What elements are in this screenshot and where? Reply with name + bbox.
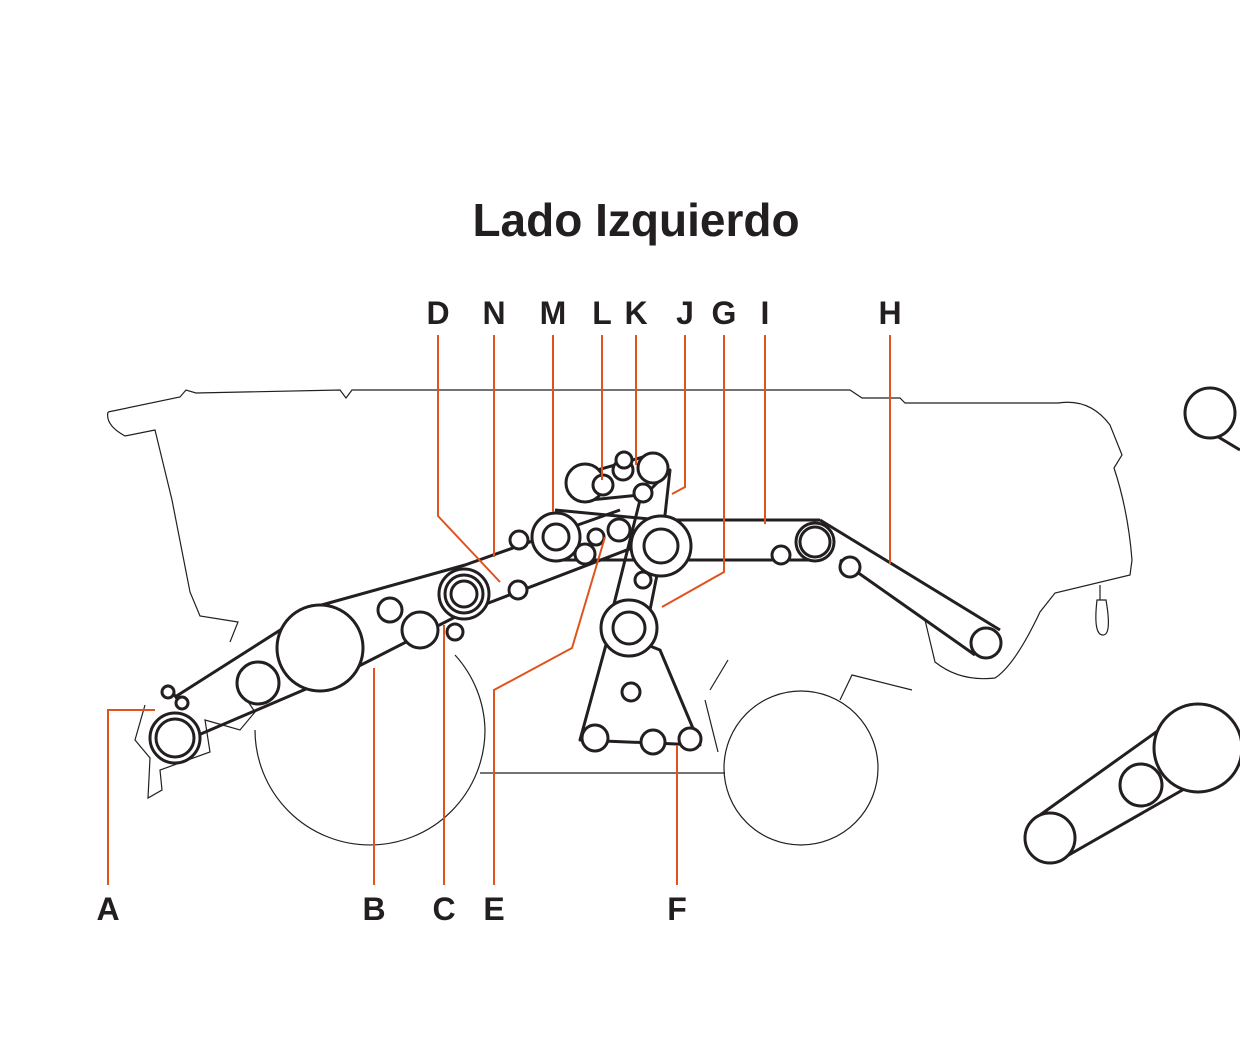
- pulley-g-small: [633, 570, 653, 590]
- pulley-feeder-idler: [174, 695, 190, 711]
- label-b: B: [362, 891, 385, 927]
- pulley-m-inner: [541, 522, 571, 552]
- pulley-idler-1: [376, 596, 404, 624]
- label-l: L: [592, 295, 612, 331]
- pulley-right-lower: [1023, 811, 1077, 865]
- label-e: E: [483, 891, 504, 927]
- leader-g: [661, 335, 725, 608]
- leader-lines: [107, 335, 891, 885]
- pulley-c-idler: [445, 622, 465, 642]
- pulley-feeder-inner: [154, 717, 196, 759]
- pulley-d-inner: [449, 579, 479, 609]
- pulley-k-top: [614, 450, 634, 470]
- leader-d: [437, 335, 501, 583]
- belt-chopper: [819, 518, 1001, 657]
- leader-j: [671, 335, 686, 495]
- label-h: H: [878, 295, 901, 331]
- pulley-n-idler: [507, 579, 529, 601]
- pulley-shaker-inner: [611, 610, 647, 646]
- pulley-j-idler: [632, 482, 654, 504]
- pulley-b-large: [275, 603, 365, 693]
- label-c: C: [432, 891, 455, 927]
- pulley-c-tensioner: [400, 610, 440, 650]
- pulley-f-left: [580, 723, 610, 753]
- diagram-title: Lado Izquierdo: [472, 194, 799, 246]
- pulley-i-idler: [770, 544, 792, 566]
- pulley-h-idler: [838, 555, 862, 579]
- pulley-g-inner: [642, 527, 680, 565]
- combine-outline: [107, 389, 1133, 846]
- pulley-feeder-idler-top: [160, 684, 176, 700]
- label-g: G: [712, 295, 737, 331]
- pulley-f-mid: [639, 728, 667, 756]
- pulley-right-idler: [1118, 762, 1164, 808]
- label-d: D: [426, 295, 449, 331]
- label-f: F: [667, 891, 687, 927]
- pulley-chopper: [969, 626, 1003, 660]
- pulley-small-2: [573, 542, 597, 566]
- top-labels: D N M L K J G I H: [426, 295, 901, 331]
- label-n: N: [482, 295, 505, 331]
- pulley-shaker-idler: [620, 681, 642, 703]
- label-j: J: [676, 295, 694, 331]
- label-m: M: [540, 295, 567, 331]
- pulley-b-idler: [235, 660, 281, 706]
- pulley-small-1: [508, 529, 530, 551]
- pulley-right-upper: [1183, 386, 1237, 440]
- label-a: A: [96, 891, 119, 927]
- label-k: K: [624, 295, 647, 331]
- bottom-labels: A B C E F: [96, 891, 686, 927]
- pulley-f-right: [677, 726, 703, 752]
- pulley-small-4: [606, 517, 632, 543]
- pulley-i-inner: [798, 525, 832, 559]
- pulley-top-right: [636, 451, 670, 485]
- pulley-small-3: [586, 527, 606, 547]
- pulleys: [148, 386, 1240, 865]
- leader-a: [107, 709, 155, 885]
- leader-e: [493, 536, 606, 885]
- pulley-right-large: [1152, 702, 1240, 794]
- label-i: I: [761, 295, 770, 331]
